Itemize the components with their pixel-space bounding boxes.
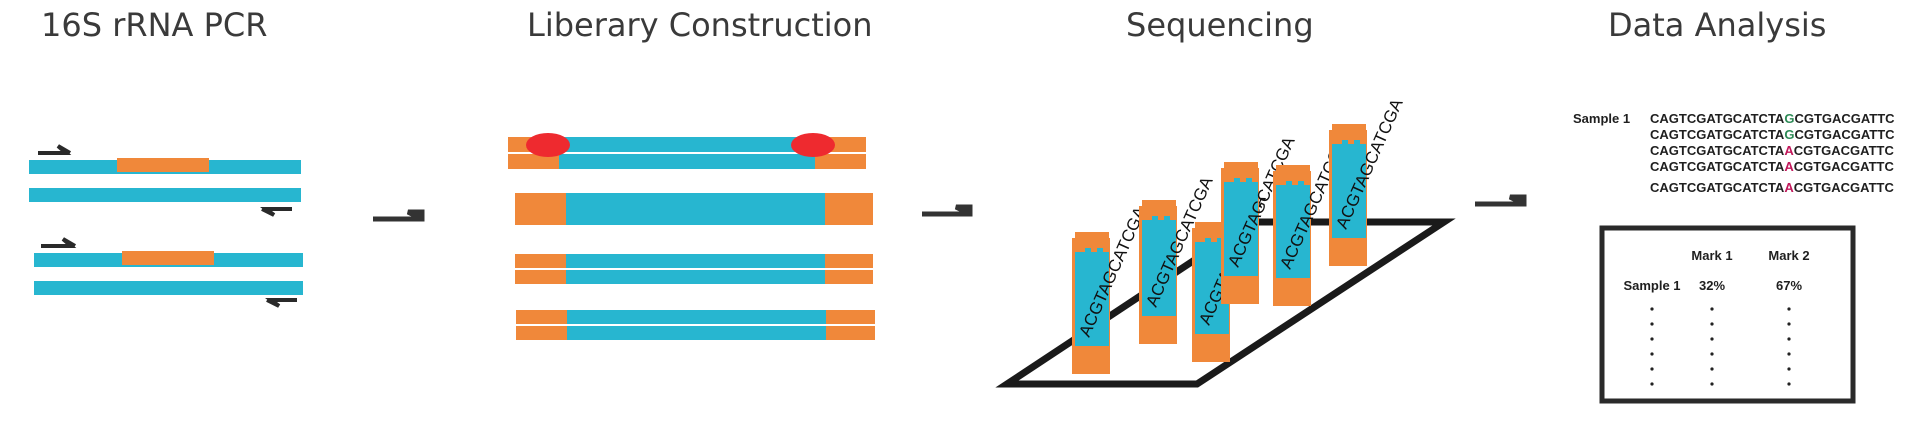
ellipsis-dot (1650, 382, 1654, 386)
read-sequence: CAGTCGATGCATCTAGCGTGACGATTC (1650, 111, 1895, 126)
ellipsis-dot (1787, 367, 1791, 371)
pcr-illustration (29, 144, 303, 308)
ellipsis-dot (1710, 337, 1714, 341)
reverse-primer-icon (260, 207, 292, 217)
table-row-label: Sample 1 (1623, 278, 1680, 293)
library-illustration (508, 133, 875, 340)
stage-title-pcr: 16S rRNA PCR (41, 6, 268, 44)
ellipsis-dot (1710, 352, 1714, 356)
reverse-primer-icon (265, 298, 297, 308)
cluster: ACGTAGCATCGA (1072, 203, 1150, 374)
ellipsis-dot (1710, 322, 1714, 326)
alignment-sample-label: Sample 1 (1573, 111, 1630, 126)
stage-title-sequencing: Sequencing (1126, 6, 1314, 44)
read-sequence: CAGTCGATGCATCTAACGTGACGATTC (1650, 143, 1894, 158)
ellipsis-dot (1787, 307, 1791, 311)
stage-title-library: Liberary Construction (527, 6, 873, 44)
table-cell-mark-2: 67% (1776, 278, 1802, 293)
ellipsis-dot (1710, 307, 1714, 311)
arrow-icon (373, 209, 425, 222)
results-table-frame (1599, 225, 1856, 404)
analysis-illustration: Sample 1 CAGTCGATGCATCTAGCGTGACGATTCCAGT… (1573, 111, 1895, 404)
forward-primer-icon (41, 237, 77, 248)
target-region (122, 251, 214, 265)
read-sequence: CAGTCGATGCATCTAGCGTGACGATTC (1650, 127, 1895, 142)
ellipsis-dot (1650, 352, 1654, 356)
table-header-mark-2: Mark 2 (1768, 248, 1809, 263)
dna-strand (34, 281, 303, 295)
arrow-icon (1475, 194, 1527, 207)
ellipsis-dot (1650, 367, 1654, 371)
forward-primer-icon (38, 144, 72, 155)
dna-strand (29, 188, 301, 202)
ellipsis-dot (1787, 337, 1791, 341)
read-sequence: CAGTCGATGCATCTAACGTGACGATTC (1650, 159, 1894, 174)
ellipsis-dot (1650, 337, 1654, 341)
table-cell-mark-1: 32% (1699, 278, 1725, 293)
read-sequence: CAGTCGATGCATCTAACGTGACGATTC (1650, 180, 1894, 195)
ellipsis-dot (1787, 352, 1791, 356)
alignment-reads: CAGTCGATGCATCTAGCGTGACGATTCCAGTCGATGCATC… (1650, 111, 1895, 195)
cluster: ACGTAGCATCGA (1329, 95, 1407, 266)
ellipsis-dot (1710, 367, 1714, 371)
ellipsis-dot (1787, 382, 1791, 386)
ellipsis-dot (1710, 382, 1714, 386)
target-region (117, 158, 209, 172)
ellipsis-dot (1787, 322, 1791, 326)
ellipsis-dot (1650, 322, 1654, 326)
table-ellipsis (1650, 307, 1791, 386)
insert-fragment (566, 193, 825, 225)
stage-title-analysis: Data Analysis (1608, 6, 1827, 44)
table-header-mark-1: Mark 1 (1691, 248, 1732, 263)
adapter-bead-icon (791, 133, 835, 157)
arrow-icon (922, 204, 973, 217)
adapter-bead-icon (526, 133, 570, 157)
ellipsis-dot (1650, 307, 1654, 311)
